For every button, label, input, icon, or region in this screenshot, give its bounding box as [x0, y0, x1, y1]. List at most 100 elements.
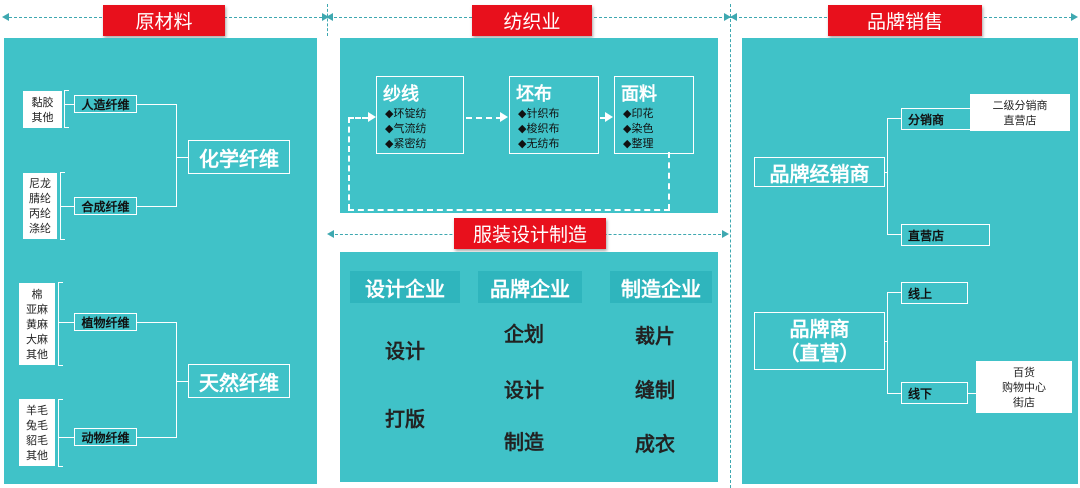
bracket [137, 437, 177, 438]
raw-item: 其他 [26, 347, 48, 361]
textile-step-title: 纱线 [383, 84, 419, 105]
garment-col-item: 裁片 [635, 324, 675, 348]
raw-items-box-2 [23, 173, 57, 239]
section-title-raw-materials: 原材料 [103, 5, 225, 36]
bracket [137, 206, 177, 207]
bracket [64, 90, 69, 91]
garment-col-item: 缝制 [635, 378, 675, 402]
textile-step-item: ◆整理 [623, 137, 654, 150]
bracket [64, 127, 69, 128]
top-connector-right-arrow [1071, 13, 1078, 21]
bracket [58, 437, 74, 438]
raw-items-3: 棉 亚麻 黄麻 大麻 其他 [19, 283, 55, 365]
textile-step-title: 坯布 [516, 84, 552, 105]
brand-owner-line2: （直营） [779, 341, 860, 365]
brand-connector [887, 234, 901, 235]
bracket [176, 157, 188, 158]
textile-step-item: ◆环锭纺 [385, 107, 427, 120]
bracket [58, 399, 59, 467]
raw-item: 其他 [26, 448, 48, 462]
brand-connector [887, 393, 901, 394]
brand-distributor-item: 直营店 [1003, 114, 1037, 127]
brand-connector [885, 172, 888, 173]
bracket [58, 466, 63, 467]
raw-sub-label-1: 人造纤维 [74, 95, 137, 113]
textile-step-title: 面料 [621, 84, 657, 105]
garment-col-title-1: 设计企业 [350, 271, 460, 303]
brand-owner-line1: 品牌商 [789, 317, 850, 341]
divider-right-arrow-r [724, 13, 731, 21]
brand-distributor-items-box [970, 94, 1070, 131]
section-title-brand-sales: 品牌销售 [828, 5, 982, 36]
brand-owner: 品牌商 （直营） [754, 312, 885, 370]
raw-item: 腈纶 [29, 192, 51, 205]
textile-loop-entry [348, 117, 368, 119]
textile-step-item: ◆气流纺 [385, 122, 427, 135]
raw-items-box-1 [23, 91, 62, 128]
brand-connector [887, 118, 901, 119]
textile-step-2: 坯布 ◆针织布 ◆梭织布 ◆无纺布 [509, 76, 599, 154]
raw-items-2: 尼龙 腈纶 丙纶 涤纶 [23, 173, 57, 239]
raw-item: 貂毛 [26, 433, 48, 447]
raw-sub-label-3: 植物纤维 [74, 313, 137, 331]
textile-loop-entry-tip [368, 112, 376, 122]
raw-items-box-3 [19, 283, 55, 365]
textile-loop-bottom [348, 209, 670, 211]
garment-col-item: 设计 [504, 378, 544, 402]
bracket [60, 239, 65, 240]
divider-left-arrow-l [326, 13, 333, 21]
textile-arrow-1 [466, 117, 502, 119]
brand-connector [887, 118, 888, 235]
bracket [58, 282, 63, 283]
garment-col-item: 制造 [504, 430, 544, 454]
brand-direct-store: 直营店 [901, 224, 990, 246]
divider-right-arrow-l [730, 13, 737, 21]
raw-item: 尼龙 [29, 177, 51, 190]
brand-offline-item: 购物中心 [1002, 381, 1046, 394]
textile-arrow-2-tip [605, 112, 613, 122]
brand-connector [887, 292, 901, 293]
textile-arrow-1-tip [500, 112, 508, 122]
brand-connector [887, 292, 888, 394]
brand-dealer: 品牌经销商 [754, 157, 885, 187]
bracket [60, 206, 74, 207]
textile-step-3: 面料 ◆印花 ◆染色 ◆整理 [614, 76, 694, 154]
raw-item: 丙纶 [29, 207, 51, 220]
raw-items-1: 黏胶 其他 [23, 91, 62, 128]
brand-offline: 线下 [901, 382, 968, 404]
bracket [64, 90, 65, 128]
bracket [58, 365, 63, 366]
raw-item: 棉 [31, 287, 43, 301]
garment-col-item: 成衣 [635, 432, 675, 456]
textile-step-item: ◆无纺布 [518, 137, 560, 150]
bracket [176, 104, 177, 207]
bracket [64, 104, 74, 105]
bracket [60, 172, 65, 173]
bracket [176, 381, 188, 382]
bracket [137, 322, 177, 323]
textile-step-1: 纱线 ◆环锭纺 ◆气流纺 ◆紧密纺 [376, 76, 464, 154]
raw-item: 涤纶 [29, 222, 51, 235]
brand-distributor-items: 二级分销商 直营店 [970, 96, 1070, 130]
textile-step-item: ◆针织布 [518, 107, 560, 120]
raw-sub-label-4: 动物纤维 [74, 428, 137, 446]
bracket [58, 322, 74, 323]
raw-item: 羊毛 [26, 403, 48, 417]
raw-items-box-4 [19, 399, 55, 466]
divider-left-arrow-r [322, 13, 329, 21]
section-title-garment: 服装设计制造 [454, 218, 606, 249]
textile-arrow-2 [600, 117, 606, 119]
brand-connector [968, 393, 978, 394]
textile-loop-right [668, 152, 670, 210]
garment-col-item: 企划 [504, 322, 544, 346]
raw-item: 黄麻 [26, 317, 48, 331]
brand-offline-items: 百货 购物中心 街店 [976, 363, 1072, 412]
raw-items-4: 羊毛 兔毛 貂毛 其他 [19, 399, 55, 466]
brand-online: 线上 [901, 282, 968, 304]
top-connector-left-arrow [2, 13, 9, 21]
raw-item: 亚麻 [26, 302, 48, 316]
bracket [176, 322, 177, 438]
bracket [58, 282, 59, 366]
raw-category-natural: 天然纤维 [188, 364, 290, 398]
bracket [137, 104, 177, 105]
